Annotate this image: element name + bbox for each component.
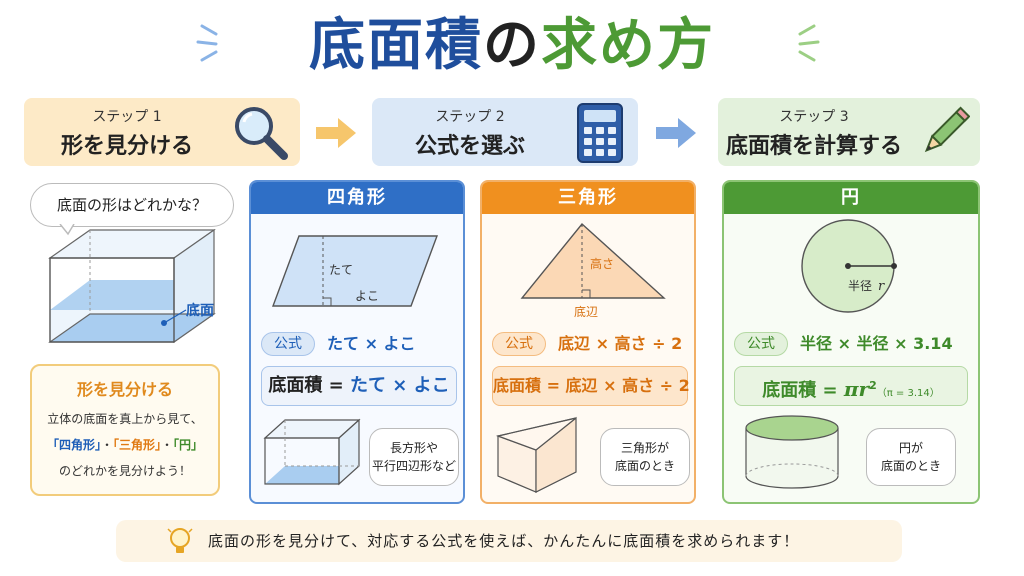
- base-label: 底辺: [574, 304, 598, 319]
- arrow-right-icon: [656, 118, 696, 148]
- height-label: たて: [329, 263, 353, 277]
- step-3-title: 底面積を計算する: [725, 134, 902, 159]
- pencil-icon: [924, 106, 970, 153]
- rectangular-prism-diagram: [48, 228, 216, 344]
- result-box: 底面積 = 底辺 × 高さ ÷ 2: [492, 366, 690, 406]
- step-2-label: ステップ 2: [435, 109, 505, 125]
- sparkle-left-icon: [196, 24, 218, 62]
- hint-separator: ・: [100, 438, 113, 452]
- step-1: ステップ 1 形を見分ける: [24, 98, 300, 166]
- result-pi-note: （π = 3.14）: [876, 388, 940, 399]
- formula-row: 公式 たて × よこ: [261, 330, 457, 358]
- radius-symbol: r: [878, 279, 885, 294]
- formula-text: 半径 × 半径 × 3.14: [800, 334, 953, 353]
- base-label: 底面: [186, 303, 214, 319]
- formula-text: たて × よこ: [327, 334, 416, 353]
- result-prefix: 底面積 =: [268, 375, 350, 396]
- triangle-diagram: 高さ 底辺: [520, 222, 666, 319]
- formula-text: 底辺 × 高さ ÷ 2: [558, 334, 683, 353]
- result-formula: たて × よこ: [350, 375, 450, 396]
- cylinder-icon: [745, 415, 839, 489]
- note-line-1: 円が: [898, 441, 923, 455]
- step-2: ステップ 2 公式を選ぶ: [372, 98, 638, 166]
- result-pi: π: [843, 377, 859, 401]
- formula-badge: 公式: [261, 332, 315, 356]
- result-box: 底面積 = πr2（π = 3.14）: [734, 366, 968, 406]
- step-3-label: ステップ 3: [779, 109, 849, 125]
- hint-separator: ・: [161, 438, 174, 452]
- panel-triangle-title: 三角形: [482, 182, 694, 214]
- panel-circle: 円 半径 r 公式 半径 × 半径 × 3.14 底面積 = πr2（π = 3…: [722, 180, 980, 504]
- radius-label: 半径: [848, 279, 872, 293]
- title-part-1: 底面積: [309, 13, 483, 78]
- result-box: 底面積 = たて × よこ: [261, 366, 457, 406]
- panel-square: 四角形 たて よこ 公式 たて × よこ 底面積 = たて × よこ 長方形や …: [249, 180, 465, 504]
- formula-badge: 公式: [734, 332, 788, 356]
- calculator-icon: [577, 103, 623, 163]
- question-bubble: 底面の形はどれかな？: [30, 183, 234, 227]
- step-1-label: ステップ 1: [92, 109, 162, 125]
- circle-diagram: 半径 r: [801, 219, 897, 313]
- panel-square-title: 四角形: [251, 182, 463, 214]
- panel-circle-title: 円: [724, 182, 978, 214]
- note-bubble: 三角形が 底面のとき: [600, 428, 690, 486]
- hint-triangle: 「三角形」: [112, 438, 161, 452]
- hint-box: 形を見分ける 立体の底面を真上から見て、 「四角形」・「三角形」・「円」 のどれ…: [30, 364, 220, 496]
- width-label: よこ: [355, 289, 379, 303]
- note-line-2: 底面のとき: [880, 459, 941, 473]
- step-1-title: 形を見分ける: [60, 134, 193, 159]
- rectangular-prism-icon: [263, 418, 361, 486]
- magnifier-icon: [235, 107, 288, 160]
- hint-line-3: のどれかを見分けよう！: [58, 464, 191, 478]
- note-line-2: 底面のとき: [614, 459, 675, 473]
- hint-line-2: 「四角形」・「三角形」・「円」: [32, 436, 218, 453]
- result-prefix: 底面積 =: [762, 380, 844, 401]
- title-part-2: の: [483, 13, 541, 78]
- result-exponent: 2: [869, 379, 877, 392]
- result-r: r: [858, 377, 870, 401]
- footer-banner: 底面の形を見分けて、対応する公式を使えば、かんたんに底面積を求められます！: [116, 520, 902, 562]
- hint-circle: 「円」: [173, 438, 204, 452]
- page-title: 底面積の求め方: [0, 6, 1024, 86]
- formula-row: 公式 底辺 × 高さ ÷ 2: [492, 330, 688, 358]
- parallelogram-diagram: たて よこ: [271, 235, 439, 307]
- note-bubble: 円が 底面のとき: [866, 428, 956, 486]
- footer-text: 底面の形を見分けて、対応する公式を使えば、かんたんに底面積を求められます！: [208, 532, 800, 550]
- lightbulb-icon: [167, 528, 193, 553]
- arrow-right-icon: [316, 118, 356, 148]
- triangular-prism-icon: [495, 416, 577, 493]
- step-2-title: 公式を選ぶ: [414, 134, 525, 159]
- formula-row: 公式 半径 × 半径 × 3.14: [734, 330, 972, 358]
- panel-triangle: 三角形 高さ 底辺 公式 底辺 × 高さ ÷ 2 底面積 = 底辺 × 高さ ÷…: [480, 180, 696, 504]
- sparkle-right-icon: [798, 24, 820, 62]
- hint-title: 形を見分ける: [76, 380, 173, 399]
- hint-line-1: 立体の底面を真上から見て、: [47, 412, 203, 426]
- height-label: 高さ: [590, 256, 614, 271]
- title-part-3: 求め方: [541, 13, 715, 78]
- note-bubble: 長方形や 平行四辺形など: [369, 428, 459, 486]
- note-line-1: 三角形が: [620, 441, 669, 455]
- note-line-1: 長方形や: [389, 441, 438, 455]
- step-3: ステップ 3 底面積を計算する: [718, 98, 980, 166]
- bubble-tail: [59, 224, 75, 236]
- note-line-2: 平行四辺形など: [371, 459, 456, 473]
- hint-square: 「四角形」: [46, 438, 101, 452]
- formula-badge: 公式: [492, 332, 546, 356]
